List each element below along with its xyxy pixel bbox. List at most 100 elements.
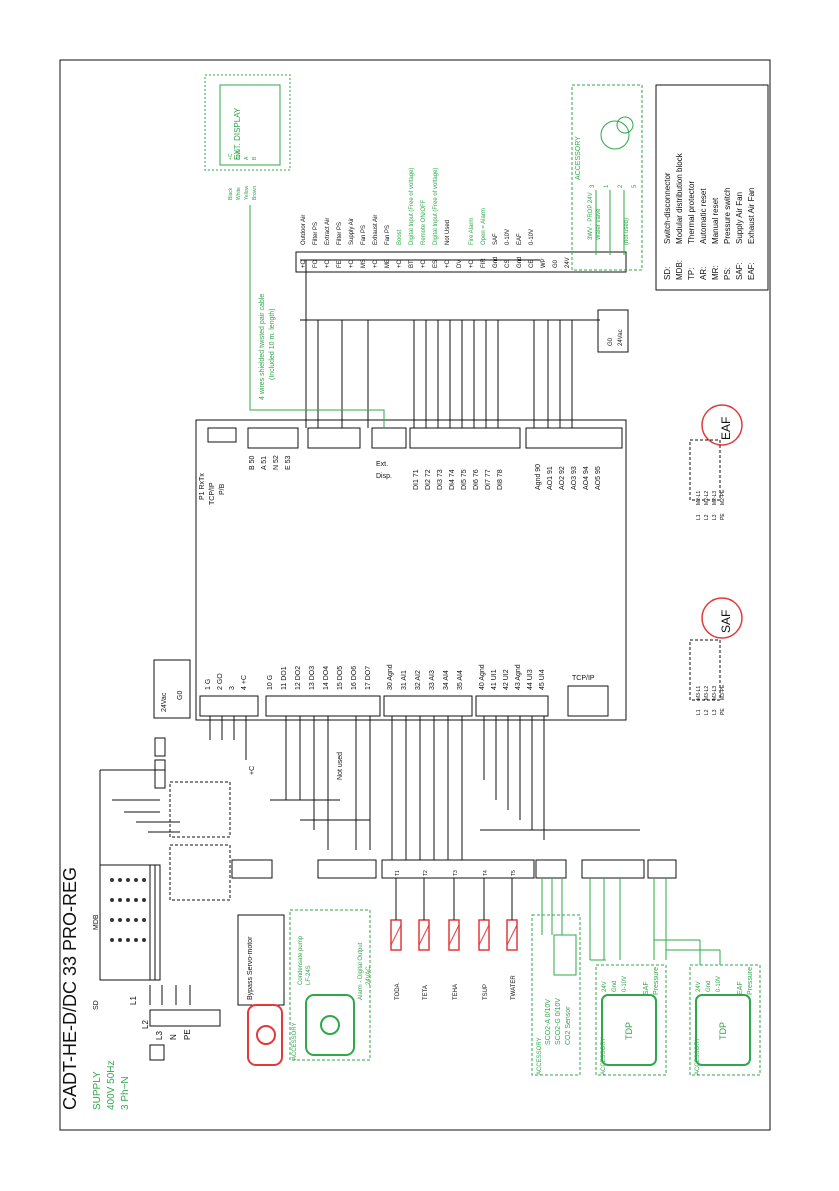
top-input-desc-7: Fan PS: [385, 225, 391, 245]
valve-not-used: (not used): [624, 218, 630, 245]
top-input-term-3: FE: [337, 260, 343, 268]
legend-text-3: Automatic reset: [699, 188, 708, 244]
valve-desc: 3WV - PROP 24V: [588, 192, 594, 240]
top-input-term-6: +C: [373, 259, 379, 268]
svg-text:42 UI2: 42 UI2: [503, 669, 510, 690]
phase-pe: PE: [183, 1029, 192, 1040]
top-input-desc-18: EAF: [517, 233, 523, 245]
v24-box-top: G0 24Vac: [597, 309, 629, 353]
sensor-slash-0: [390, 924, 402, 946]
top-input-desc-1: Filter PS: [313, 222, 319, 245]
svg-text:DI1 71: DI1 71: [413, 469, 420, 490]
valve-desc2: Water valve: [596, 208, 602, 240]
top-input-desc-0: Outdoor Air: [301, 215, 307, 245]
pump-label: Condensate pump: [298, 935, 304, 985]
top-input-desc-9: Digital Input (Free of voltage): [409, 168, 415, 245]
pump-accessory: ACCESSORY: [292, 1022, 298, 1060]
ext-display-label: EXT. DISPLAY: [233, 107, 242, 160]
sensor-term-0: T1: [395, 870, 401, 876]
bypass-servo: Bypass Servo-motor: [237, 914, 285, 1066]
tdp-eaf-title2: Pressure: [747, 967, 754, 995]
legend-abbr-7: EAF:: [747, 262, 756, 280]
svg-text:17 DO7: 17 DO7: [365, 666, 372, 690]
legend-abbr-2: TP:: [687, 268, 696, 280]
eaf-motor-l3: L3: [712, 514, 718, 520]
top-input-term-0: +C: [301, 259, 307, 268]
svg-text:13 DO3: 13 DO3: [309, 666, 316, 690]
bottom-controller-labels: 1 G 2 GO 3 4 +C 10 G 11 DO1 12 DO2 13 DO…: [205, 664, 595, 690]
ao-labels: Agnd 90 AO1 91 AO2 92 AO3 93 AO4 94 AO5 …: [535, 464, 602, 490]
svg-text:15 DO5: 15 DO5: [337, 666, 344, 690]
accessory-valve: ACCESSORY 3WV - PROP 24V Water valve 3 1…: [571, 84, 643, 271]
eaf-term-1: M2-L1: [696, 491, 702, 505]
svg-text:AO4 94: AO4 94: [583, 466, 590, 490]
top-input-desc-10: Remote ON/OFF: [421, 199, 427, 245]
svg-text:3: 3: [229, 686, 236, 690]
sensor-label-1: TETA: [423, 985, 429, 1000]
v24-top-go: G0: [608, 337, 614, 346]
tdp-saf-accessory: ACCESSORY: [601, 1037, 607, 1075]
top-input-term-1: FO: [313, 259, 319, 268]
disp-color-yellow: Yellow: [244, 185, 250, 200]
supply-phases: L1 L2 L3 N PE: [129, 985, 192, 1040]
top-input-desc-17: 0-10V: [505, 229, 511, 245]
saf-term-4: M3-PE: [720, 684, 726, 700]
eaf-term-4: M2-PE: [720, 489, 726, 505]
eaf-label: EAF: [719, 417, 733, 440]
co2-line3: CO2 Sensor: [565, 1006, 572, 1045]
svg-text:2 GO: 2 GO: [217, 673, 224, 690]
sensor-term-1: T2: [423, 870, 429, 876]
eaf-fan: EAF M2-L1 M2-L2 M2-L3 M2-PE L1 L2 L3 PE: [689, 404, 743, 520]
svg-text:30 Agnd: 30 Agnd: [387, 664, 394, 690]
svg-text:MDB: MDB: [93, 914, 100, 930]
top-wires: [300, 259, 600, 428]
alarm-voltage: 24VAC: [366, 966, 372, 985]
top-input-term-14: +C: [469, 259, 475, 268]
top-input-term-18: Gnd: [517, 257, 523, 268]
svg-text:12 DO2: 12 DO2: [295, 666, 302, 690]
eaf-motor-l2: L2: [704, 514, 710, 520]
top-input-term-19: CE: [529, 260, 535, 268]
tdp-eaf-accessory: ACCESSORY: [695, 1037, 701, 1075]
di-labels: DI1 71 DI2 72 DI3 73 DI4 74 DI5 75 DI6 7…: [413, 469, 504, 490]
svg-text:DI8 78: DI8 78: [497, 469, 504, 490]
disp-pin-gnd: GND: [236, 149, 242, 161]
tdp-eaf-label: TDP: [718, 1022, 728, 1040]
saf-motor-l3: L3: [712, 709, 718, 715]
top-input-term-5: MS: [361, 259, 367, 268]
pump-model: LF-24S: [306, 965, 312, 985]
tdp-eaf-pin-010: 0-10V: [716, 976, 722, 992]
tdp-saf-title2: Pressure: [653, 967, 660, 995]
serial-a51: A 51: [261, 456, 268, 470]
sensor-slash-1: [418, 924, 430, 946]
legend-text-5: Pressure switch: [723, 188, 732, 244]
top-input-term-20: WP: [541, 258, 547, 268]
sd-switch: SD: [93, 1000, 221, 1061]
sensor-term-4: T5: [511, 870, 517, 876]
svg-text:16 DO6: 16 DO6: [351, 666, 358, 690]
top-input-term-2: +C: [325, 259, 331, 268]
transformer-g0: G0: [177, 691, 184, 700]
legend-abbr-3: AR:: [699, 267, 708, 280]
condensate-pump: Condensate pump LF-24S Alarm - Digital O…: [289, 909, 372, 1061]
display-cable-note: (Included 10 m. length): [269, 308, 276, 380]
tdp-eaf-title: EAF: [737, 981, 744, 995]
mdb-block: MDB: [93, 864, 161, 981]
saf-motor-l1: L1: [696, 709, 702, 715]
top-input-term-11: ES: [433, 260, 439, 268]
serial-b50: B 50: [249, 455, 256, 470]
transformer-box: 24Vac G0: [153, 659, 191, 719]
svg-text:31 AI1: 31 AI1: [401, 670, 408, 690]
svg-text:10 G: 10 G: [267, 675, 274, 690]
svg-text:DI5 75: DI5 75: [461, 469, 468, 490]
label-pb: P/B: [219, 483, 226, 495]
eaf-term-2: M2-L2: [704, 491, 710, 505]
saf-fan: SAF M3-L1 M3-L2 M3-L3 M3-PE L1 L2 L3 PE: [689, 597, 743, 715]
legend-abbr-5: PS:: [723, 267, 732, 280]
controller-unit: [195, 419, 627, 721]
svg-text:1 G: 1 G: [205, 679, 212, 690]
svg-text:SD: SD: [93, 1000, 100, 1010]
